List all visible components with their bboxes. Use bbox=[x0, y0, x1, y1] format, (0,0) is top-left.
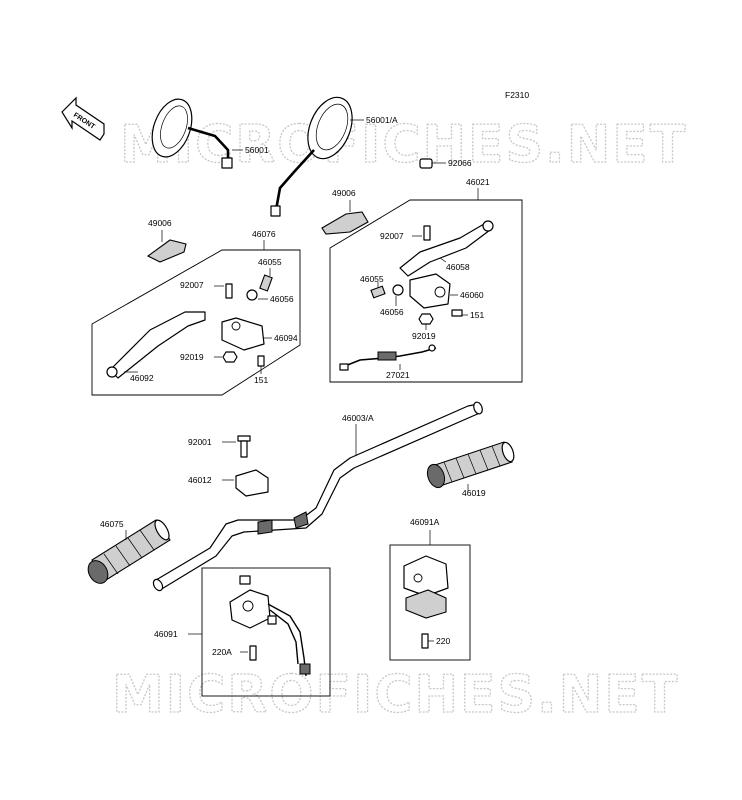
box-46076 bbox=[91, 249, 301, 396]
screw-220a bbox=[249, 645, 257, 661]
label-46060: 46060 bbox=[460, 290, 484, 300]
label-27021: 27021 bbox=[386, 370, 410, 380]
box-46021 bbox=[329, 199, 523, 383]
label-46075: 46075 bbox=[100, 519, 124, 529]
holder-46012 bbox=[235, 469, 269, 497]
screw-220 bbox=[421, 633, 429, 649]
label-46094: 46094 bbox=[274, 333, 298, 343]
lever-46058 bbox=[399, 223, 491, 277]
nut-92019-left bbox=[222, 351, 238, 363]
washer-46056-left bbox=[246, 289, 258, 301]
label-92007-right: 92007 bbox=[380, 231, 404, 241]
label-151-right: 151 bbox=[470, 310, 484, 320]
bracket-46094 bbox=[221, 317, 265, 351]
label-46091: 46091 bbox=[154, 629, 178, 639]
adjuster-46055-left bbox=[259, 274, 273, 292]
label-49006-left: 49006 bbox=[148, 218, 172, 228]
label-49006-right: 49006 bbox=[332, 188, 356, 198]
label-46003-a: 46003/A bbox=[342, 413, 374, 423]
label-151-left: 151 bbox=[254, 375, 268, 385]
label-92019-right: 92019 bbox=[412, 331, 436, 341]
lever-boot-left bbox=[146, 239, 187, 263]
label-92019-left: 92019 bbox=[180, 352, 204, 362]
washer-46056-right bbox=[392, 284, 404, 296]
label-56001: 56001 bbox=[245, 145, 269, 155]
throttle-housing-46091 bbox=[229, 575, 311, 677]
label-220a: 220A bbox=[212, 647, 232, 657]
label-92007-left: 92007 bbox=[180, 280, 204, 290]
switch-27021 bbox=[339, 344, 437, 371]
figure-code: F2310 bbox=[505, 90, 529, 100]
handlebar-46003-a bbox=[152, 401, 483, 592]
nut-92019-right bbox=[418, 313, 434, 325]
bolt-151-right bbox=[451, 309, 463, 317]
label-46021: 46021 bbox=[466, 177, 490, 187]
label-46055-right: 46055 bbox=[360, 274, 384, 284]
throttle-housing-46091a bbox=[403, 555, 449, 619]
bolt-151-left bbox=[257, 355, 265, 367]
label-46055-left: 46055 bbox=[258, 257, 282, 267]
label-46056-right: 46056 bbox=[380, 307, 404, 317]
watermark-bottom: MICROFICHES.NET bbox=[112, 665, 679, 725]
label-92066: 92066 bbox=[448, 158, 472, 168]
label-46076: 46076 bbox=[252, 229, 276, 239]
adjuster-46055-right bbox=[370, 285, 386, 299]
lever-46092 bbox=[109, 311, 206, 379]
label-46091a: 46091A bbox=[410, 517, 440, 527]
bolt-92001 bbox=[237, 435, 251, 458]
label-92001: 92001 bbox=[188, 437, 212, 447]
lever-boot-right bbox=[321, 211, 369, 235]
mirror-right bbox=[270, 96, 353, 217]
watermark-top: MICROFICHES.NET bbox=[120, 115, 687, 175]
cap-92066 bbox=[419, 158, 433, 169]
mirror-left bbox=[151, 98, 233, 169]
label-56001-a: 56001/A bbox=[366, 115, 398, 125]
bolt-92007-left bbox=[225, 283, 233, 299]
label-46092: 46092 bbox=[130, 373, 154, 383]
label-46012: 46012 bbox=[188, 475, 212, 485]
box-46091 bbox=[201, 567, 331, 697]
label-220: 220 bbox=[436, 636, 450, 646]
front-arrow-icon: FRONT bbox=[61, 96, 105, 141]
label-46058: 46058 bbox=[446, 262, 470, 272]
label-46019: 46019 bbox=[462, 488, 486, 498]
label-46056-left: 46056 bbox=[270, 294, 294, 304]
bracket-46060 bbox=[409, 273, 451, 309]
grip-46019 bbox=[426, 441, 515, 489]
bolt-92007-right bbox=[423, 225, 431, 241]
grip-46075 bbox=[87, 519, 171, 584]
